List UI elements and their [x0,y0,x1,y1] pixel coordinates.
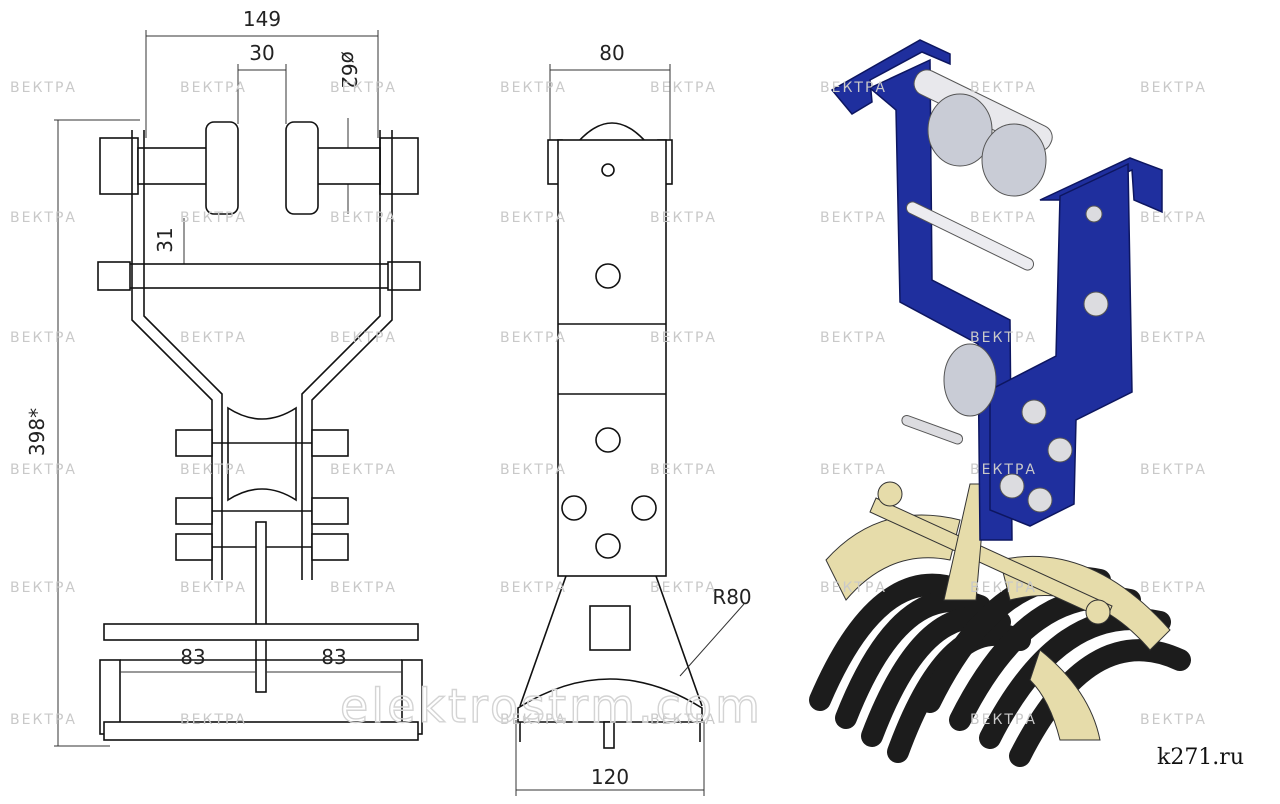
svg-text:ВЕКТРА: ВЕКТРА [970,80,1037,96]
roller-upper-right [981,123,1047,197]
credit-label: k271.ru [1156,745,1244,770]
svg-text:ВЕКТРА: ВЕКТРА [820,462,887,478]
dim-roller-dia: ø62 [337,51,361,89]
svg-text:ВЕКТРА: ВЕКТРА [330,80,397,96]
svg-text:ВЕКТРА: ВЕКТРА [650,580,717,596]
front-view: 149 30 ø62 31 398* [25,7,423,747]
svg-text:ВЕКТРА: ВЕКТРА [970,330,1037,346]
svg-text:ВЕКТРА: ВЕКТРА [180,210,247,226]
svg-text:ВЕКТРА: ВЕКТРА [650,462,717,478]
roller-middle [943,343,997,417]
watermark-row-6: ВЕКТРА ВЕКТРА ВЕКТРА ВЕКТРА ВЕКТРА ВЕКТР… [10,712,1207,728]
svg-text:ВЕКТРА: ВЕКТРА [500,210,567,226]
svg-text:ВЕКТРА: ВЕКТРА [10,330,77,346]
svg-text:ВЕКТРА: ВЕКТРА [970,210,1037,226]
svg-text:ВЕКТРА: ВЕКТРА [330,330,397,346]
svg-text:ВЕКТРА: ВЕКТРА [180,330,247,346]
svg-text:ВЕКТРА: ВЕКТРА [650,80,717,96]
svg-text:ВЕКТРА: ВЕКТРА [500,580,567,596]
svg-text:ВЕКТРА: ВЕКТРА [1140,330,1207,346]
svg-text:ВЕКТРА: ВЕКТРА [650,712,717,728]
svg-text:ВЕКТРА: ВЕКТРА [1140,210,1207,226]
dim-roller-gap: 30 [249,41,274,65]
svg-text:ВЕКТРА: ВЕКТРА [180,580,247,596]
svg-text:ВЕКТРА: ВЕКТРА [500,330,567,346]
svg-text:ВЕКТРА: ВЕКТРА [10,580,77,596]
svg-text:ВЕКТРА: ВЕКТРА [10,210,77,226]
svg-text:ВЕКТРА: ВЕКТРА [330,210,397,226]
watermark-row-4: ВЕКТРА ВЕКТРА ВЕКТРА ВЕКТРА ВЕКТРА ВЕКТР… [10,462,1207,478]
blue-bracket [830,39,1163,541]
svg-text:ВЕКТРА: ВЕКТРА [820,210,887,226]
watermark-site: elektrostrm.com [340,679,763,733]
dim-height: 398* [25,408,49,456]
watermark-row-3: ВЕКТРА ВЕКТРА ВЕКТРА ВЕКТРА ВЕКТРА ВЕКТР… [10,330,1207,346]
svg-text:ВЕКТРА: ВЕКТРА [500,462,567,478]
isometric-view [809,39,1191,767]
dim-half-left: 83 [180,645,205,669]
svg-text:ВЕКТРА: ВЕКТРА [650,210,717,226]
dim-half-right: 83 [321,645,346,669]
svg-text:ВЕКТРА: ВЕКТРА [970,712,1037,728]
svg-text:ВЕКТРА: ВЕКТРА [970,462,1037,478]
dim-radius: R80 [712,585,751,609]
svg-text:ВЕКТРА: ВЕКТРА [820,80,887,96]
svg-text:ВЕКТРА: ВЕКТРА [970,580,1037,596]
dim-base-width: 120 [591,765,629,789]
dim-side-width: 80 [599,41,624,65]
svg-text:ВЕКТРА: ВЕКТРА [180,80,247,96]
svg-text:ВЕКТРА: ВЕКТРА [330,462,397,478]
svg-text:ВЕКТРА: ВЕКТРА [500,80,567,96]
svg-text:ВЕКТРА: ВЕКТРА [820,330,887,346]
watermark-row-5: ВЕКТРА ВЕКТРА ВЕКТРА ВЕКТРА ВЕКТРА ВЕКТР… [10,580,1207,596]
svg-text:ВЕКТРА: ВЕКТРА [1140,712,1207,728]
svg-text:ВЕКТРА: ВЕКТРА [10,712,77,728]
dim-width-total: 149 [243,7,281,31]
svg-text:ВЕКТРА: ВЕКТРА [10,462,77,478]
roller-upper-left [927,93,993,167]
svg-text:ВЕКТРА: ВЕКТРА [1140,80,1207,96]
watermark-grid: ВЕКТРА ВЕКТРА ВЕКТРА ВЕКТРА ВЕКТРА ВЕКТР… [10,80,1207,734]
bolts [901,205,1109,513]
watermark-row-1: ВЕКТРА ВЕКТРА ВЕКТРА ВЕКТРА ВЕКТРА ВЕКТР… [10,80,1207,96]
svg-text:ВЕКТРА: ВЕКТРА [650,330,717,346]
svg-text:ВЕКТРА: ВЕКТРА [1140,580,1207,596]
dim-offset: 31 [153,227,177,252]
svg-text:ВЕКТРА: ВЕКТРА [330,580,397,596]
svg-text:ВЕКТРА: ВЕКТРА [180,712,247,728]
svg-text:ВЕКТРА: ВЕКТРА [1140,462,1207,478]
svg-text:ВЕКТРА: ВЕКТРА [500,712,567,728]
watermark-row-2: ВЕКТРА ВЕКТРА ВЕКТРА ВЕКТРА ВЕКТРА ВЕКТР… [10,210,1207,226]
side-view: 80 R80 120 [515,41,752,796]
svg-text:ВЕКТРА: ВЕКТРА [180,462,247,478]
svg-text:ВЕКТРА: ВЕКТРА [820,580,887,596]
svg-text:ВЕКТРА: ВЕКТРА [10,80,77,96]
